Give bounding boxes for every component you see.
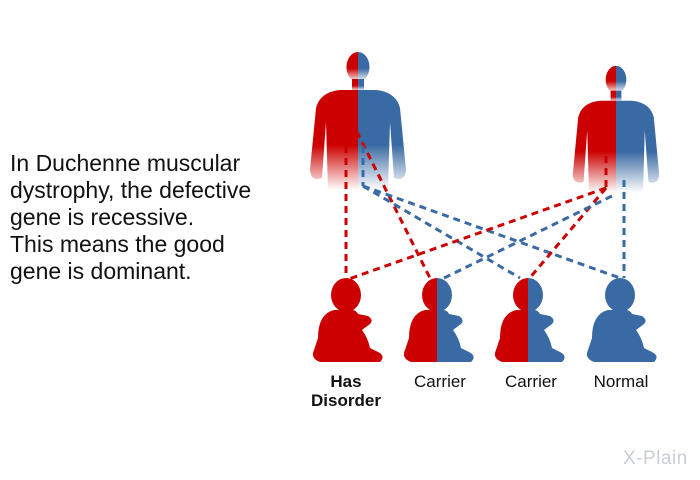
child-2-carrier [403,278,474,362]
line-mother-blue-to-child2 [439,194,613,282]
caption-line-5: gene is dominant. [10,258,192,284]
child-4-normal [586,278,657,362]
line-mother-red-to-child3 [526,187,608,281]
child-1-label-line-2: Disorder [311,391,381,410]
caption-line-3: gene is recessive. [10,204,195,230]
child-1-affected [312,278,383,362]
caption-line-1: In Duchenne muscular [10,150,241,176]
caption-line-2: dystrophy, the defective [10,177,252,203]
inheritance-lines [344,109,626,282]
child-3-carrier [494,278,565,362]
line-father-red-to-child2 [344,109,432,279]
child-2-label: Carrier [414,372,466,391]
mother-figure [572,65,660,193]
father-figure [310,52,406,190]
explanation-text: In Duchenne muscular dystrophy, the defe… [10,150,310,285]
child-3-label: Carrier [505,372,557,391]
child-1-label: Has Disorder [296,372,396,410]
xplain-logo: X-Plain [623,448,688,469]
line-father-blue-to-child4 [362,184,621,280]
caption-line-4: This means the good [10,231,225,257]
child-4-label: Normal [593,372,649,391]
line-father-blue-to-child3 [362,184,521,280]
line-mother-red-to-child1 [345,186,607,282]
child-1-label-line-1: Has [330,372,362,391]
